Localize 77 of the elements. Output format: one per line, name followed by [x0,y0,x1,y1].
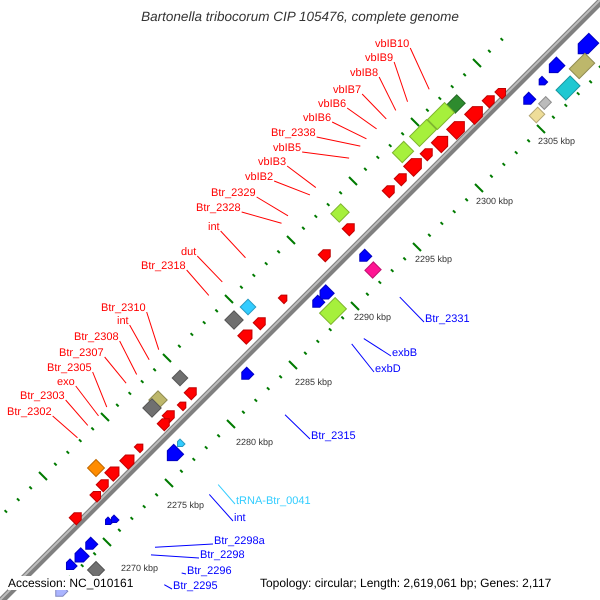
leader-line [302,152,350,159]
scale-label: 2305 kbp [538,136,576,146]
gene-label: vbIB8 [350,67,378,79]
leader-line [104,356,127,384]
scale-label: 2270 kbp [121,563,158,573]
title: Bartonella tribocorum CIP 105476, complete genome [140,9,460,24]
gene-label: Btr_2315 [311,430,356,442]
leader-line [332,122,367,140]
gene-label: Btr_2307 [59,347,104,359]
gene-label: vbIB6 [303,112,332,124]
gene-label: tRNA-Btr_0041 [236,495,311,507]
gene-label: Btr_2295 [173,580,218,592]
leader-line [316,136,361,147]
gene-label: vbIB6 [318,98,346,110]
leader-line [150,554,200,558]
gene-label: Btr_2308 [74,331,119,343]
gene-label: Btr_2298a [214,535,265,547]
leader-line [92,372,108,408]
leader-line [208,494,234,522]
gene-label: exbD [375,363,401,375]
gene-label: vbIB10 [375,38,410,50]
gene-label: Btr_2296 [187,565,232,577]
scale-label: 2295 kbp [415,254,452,264]
scale-label: 2290 kbp [354,312,392,322]
leader-line [363,338,392,356]
scale-label: 2300 kbp [476,196,514,206]
gene-label: vbIB9 [365,52,394,64]
gene-label: Btr_2310 [101,302,146,314]
gene-label: Btr_2302 [7,406,52,418]
leader-line [154,544,214,548]
scale-label: 2285 kbp [295,377,332,387]
leader-line [351,343,374,372]
leader-line [196,256,223,282]
scale-label: 2280 kbp [236,437,274,447]
gene-label: vbIB2 [245,171,274,183]
gene-label: exbB [392,347,418,359]
gene-label: Btr_2328 [196,202,241,214]
gene-label: vbIB7 [333,84,362,96]
leader-line [129,324,150,360]
leader-line [181,572,186,574]
gene-label: Btr_2329 [211,187,256,199]
gene-label: vbIB5 [273,142,302,154]
leader-line [218,484,236,504]
footer-text: Topology: circular; Length: 2,619,061 bp; Genes: 2,117 [260,576,552,590]
gene-label: int [208,221,220,233]
leader-line [256,196,288,216]
leader-line [399,296,424,322]
leader-line [164,584,172,590]
leader-line [186,270,210,296]
leader-line [378,76,396,111]
gene-label: Btr_2298 [200,549,245,561]
gene-label: Btr_2305 [47,362,92,374]
gene-label: vbIB3 [258,156,286,168]
gene-label: int [117,315,129,327]
leader-line [75,386,100,416]
leader-line [220,230,246,258]
leader-line [65,400,88,426]
leader-line [274,180,310,196]
leader-line [52,416,78,438]
leader-line [410,48,430,90]
leader-line [286,166,316,188]
leader-line [119,340,138,376]
leader-line [284,414,310,440]
leader-line [241,212,282,224]
leader-line [146,312,160,350]
leader-line [362,94,387,120]
footer-text: Accession: NC_010161 [8,576,134,590]
leader-line [394,62,408,102]
gene-label: Btr_2303 [20,390,65,402]
scale-label: 2275 kbp [167,500,204,510]
gene-label: int [234,512,246,524]
gene-label: Btr_2318 [141,260,186,272]
gene-label: dut [181,246,196,258]
gene-label: Btr_2331 [425,313,470,325]
leader-line [346,108,378,130]
gene-label: exo [57,376,75,388]
gene-label: Btr_2338 [271,127,316,139]
